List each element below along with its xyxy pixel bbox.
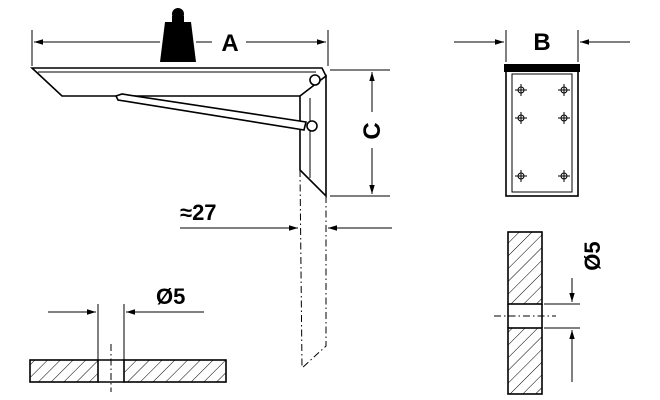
mounting-holes (515, 84, 570, 182)
dimension-d5-horizontal-label: Ø5 (156, 284, 185, 309)
pivot-screw-brace (306, 120, 318, 132)
dimension-c: C (330, 69, 390, 197)
bracket-side-view (29, 8, 327, 369)
bracket-wall-plate (299, 74, 327, 198)
folded-position-outline (299, 169, 327, 369)
wall-plate-front-view (504, 64, 580, 197)
dimension-c-label: C (359, 122, 386, 139)
dimension-d5-vertical-label: Ø5 (580, 241, 605, 270)
dimension-a-label: A (221, 30, 238, 57)
bracket-brace (114, 93, 307, 131)
dimension-27-label: ≈27 (180, 200, 217, 225)
weight-icon (160, 8, 196, 62)
dimension-b-label: B (533, 29, 550, 56)
dimension-a: A (31, 30, 329, 66)
wall-section-vertical: Ø5 (494, 231, 605, 395)
shelf-section-horizontal: Ø5 (29, 284, 227, 392)
pivot-screw-top (309, 74, 321, 86)
dimension-27: ≈27 (180, 200, 392, 231)
dimension-b: B (454, 29, 630, 62)
